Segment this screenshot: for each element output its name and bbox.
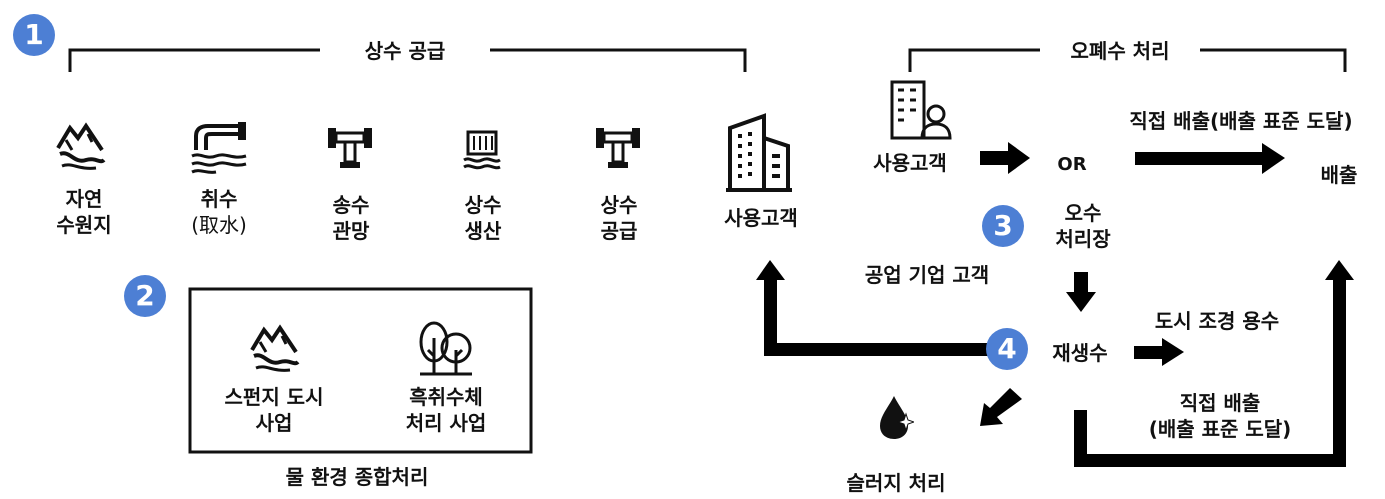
office-user-icon [890,80,952,140]
pipe-icon [328,128,372,168]
arrow-bottom-discharge-loop [1074,260,1354,467]
water-plant-icon [463,130,501,170]
discharge-label: 배출 [1320,163,1358,187]
pipe-icon [596,128,640,168]
trees-icon [419,321,472,376]
supply-customer-label: 사용고객 [724,206,798,230]
wastewater-bracket [908,48,1040,72]
step-badge-1: 1 [13,14,55,56]
arrow-customer-to-or [980,142,1030,174]
direct-discharge-label: 직접 배출(배출 표준 도달) [1129,109,1353,133]
water-drop-icon [880,396,914,439]
step-badge-2: 2 [124,275,166,317]
step-badge-4: 4 [986,328,1028,370]
or-label: OR [1057,154,1087,175]
section2-box [188,287,533,454]
supply-bracket [68,48,320,72]
arrow-reclaimed-return-loop [756,260,994,356]
arrow-plant-to-reclaimed [1066,272,1096,312]
step-label-intake: 취수(取水) [191,187,247,237]
reclaimed-water-label: 재생수 [1052,341,1108,365]
wastewater-customer-label: 사용고객 [873,151,947,175]
sludge-label: 슬러지 처리 [846,471,946,495]
landscape-water-label: 도시 조경 용수 [1154,309,1280,333]
wastewater-bracket-right [1200,48,1347,72]
arrow-reclaimed-to-landscape [1134,338,1184,366]
arrow-direct-discharge [1135,143,1285,174]
mountain-river-icon [250,324,300,372]
direct-discharge-2-label: 직접 배출(배출 표준 도달) [1148,391,1292,441]
supply-bracket-right [490,48,747,72]
mountain-river-icon [56,122,106,170]
industrial-customer-label: 공업 기업 고객 [864,263,990,287]
building-icon [726,113,792,192]
supply-title: 상수 공급 [364,39,446,63]
step-badge-3: 3 [982,205,1024,247]
water-intake-icon [191,122,247,174]
wastewater-title: 오폐수 처리 [1070,39,1170,63]
section2-caption: 물 환경 종합처리 [285,465,429,489]
arrow-to-sludge [980,388,1022,426]
